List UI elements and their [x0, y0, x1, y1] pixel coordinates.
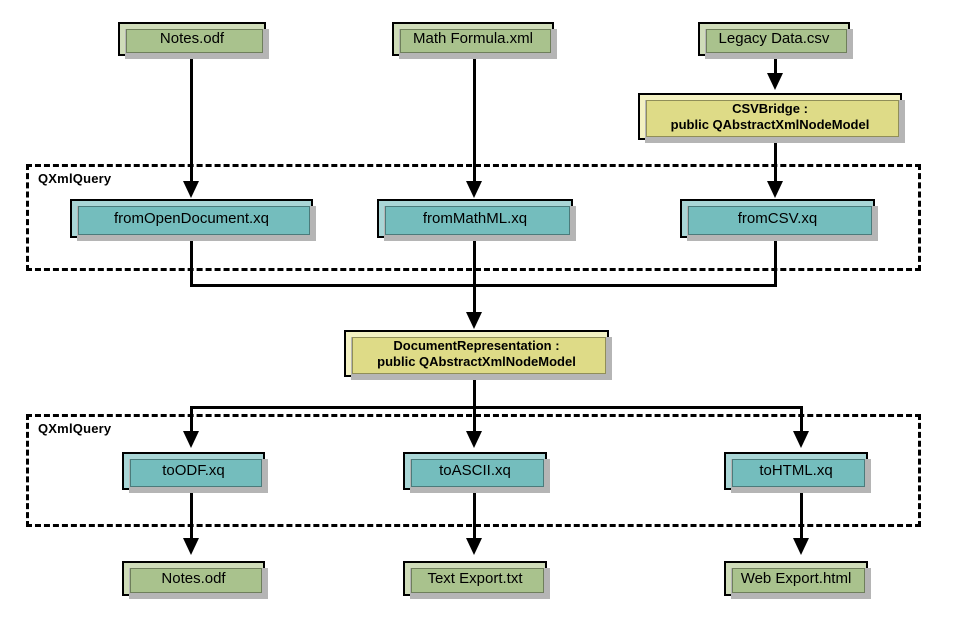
node-inner-fill	[352, 337, 606, 374]
node-notes-odf-output[interactable]: Notes.odf	[122, 561, 268, 599]
node-document-representation-class[interactable]: DocumentRepresentation : public QAbstrac…	[344, 330, 612, 380]
node-inner-fill	[688, 206, 872, 235]
arrowhead-toascii-to-textexport	[466, 538, 482, 555]
node-inner-fill	[646, 100, 899, 137]
node-inner-fill	[130, 568, 262, 593]
node-inner-fill	[732, 568, 865, 593]
node-label: fromOpenDocument.xq	[113, 209, 270, 227]
node-label: CSVBridge : public QAbstractXmlNodeModel	[670, 101, 870, 132]
connector-legacydata-to-csvbridge	[774, 55, 777, 75]
node-inner-fill	[126, 29, 263, 53]
connector-fanout-to-toodf	[190, 406, 193, 436]
connector-frommathml-down	[473, 240, 476, 287]
node-to-odf-query[interactable]: toODF.xq	[122, 452, 268, 493]
node-text-export-output[interactable]: Text Export.txt	[403, 561, 550, 599]
node-label: toODF.xq	[162, 462, 225, 480]
fanout-bar-export-queries	[190, 406, 803, 409]
node-label: Notes.odf	[159, 30, 225, 48]
arrowhead-merge-to-documentrepresentation	[466, 312, 482, 329]
connector-csvbridge-to-fromcsv	[774, 140, 777, 183]
connector-documentrepresentation-down	[473, 377, 476, 409]
arrowhead-legacydata-to-csvbridge	[767, 73, 783, 90]
node-label: Math Formula.xml	[412, 30, 534, 48]
arrowhead-fanout-to-toascii	[466, 431, 482, 448]
node-inner-fill	[78, 206, 310, 235]
connector-merge-to-documentrepresentation	[473, 284, 476, 316]
node-inner-fill	[706, 29, 847, 53]
node-notes-odf-input[interactable]: Notes.odf	[118, 22, 269, 59]
node-to-html-query[interactable]: toHTML.xq	[724, 452, 871, 493]
node-inner-fill	[411, 568, 544, 593]
node-from-csv-query[interactable]: fromCSV.xq	[680, 199, 878, 241]
node-inner-fill	[385, 206, 570, 235]
connector-fanout-to-tohtml	[800, 406, 803, 436]
node-inner-fill	[130, 459, 262, 487]
arrowhead-csvbridge-to-fromcsv	[767, 181, 783, 198]
connector-fromcsv-down	[774, 240, 777, 287]
connector-notes-to-fromopendocument	[190, 55, 193, 183]
node-label: DocumentRepresentation : public QAbstrac…	[377, 338, 576, 369]
connector-toascii-to-textexport	[473, 490, 476, 544]
node-inner-fill	[411, 459, 544, 487]
output-query-group-label: QXmlQuery	[38, 421, 112, 436]
arrowhead-fanout-to-toodf	[183, 431, 199, 448]
arrowhead-mathformula-to-frommathml	[466, 181, 482, 198]
node-to-ascii-query[interactable]: toASCII.xq	[403, 452, 550, 493]
connector-tohtml-to-webexport	[800, 490, 803, 544]
node-web-export-output[interactable]: Web Export.html	[724, 561, 871, 599]
node-label: Notes.odf	[161, 569, 226, 587]
node-math-formula-input[interactable]: Math Formula.xml	[392, 22, 557, 59]
node-inner-fill	[400, 29, 551, 53]
connector-fanout-to-toascii	[473, 406, 476, 436]
node-label: toHTML.xq	[759, 462, 833, 480]
node-from-open-document-query[interactable]: fromOpenDocument.xq	[70, 199, 316, 241]
arrowhead-fanout-to-tohtml	[793, 431, 809, 448]
node-inner-fill	[732, 459, 865, 487]
arrowhead-tohtml-to-webexport	[793, 538, 809, 555]
connector-mathformula-to-frommathml	[473, 55, 476, 183]
node-label: fromMathML.xq	[422, 209, 528, 227]
node-label: Web Export.html	[740, 569, 852, 587]
arrowhead-toodf-to-notesodf	[183, 538, 199, 555]
node-legacy-data-input[interactable]: Legacy Data.csv	[698, 22, 853, 59]
node-label: Legacy Data.csv	[718, 30, 830, 48]
arrowhead-notes-to-fromopendocument	[183, 181, 199, 198]
node-label: Text Export.txt	[427, 569, 523, 587]
merge-bar-import-queries	[190, 284, 777, 287]
input-query-group-label: QXmlQuery	[38, 171, 112, 186]
node-label: fromCSV.xq	[737, 209, 818, 227]
node-csv-bridge-class[interactable]: CSVBridge : public QAbstractXmlNodeModel	[638, 93, 905, 143]
node-label: toASCII.xq	[439, 462, 511, 480]
connector-toodf-to-notesodf	[190, 490, 193, 544]
node-from-mathml-query[interactable]: fromMathML.xq	[377, 199, 576, 241]
connector-fromopendocument-down	[190, 240, 193, 287]
